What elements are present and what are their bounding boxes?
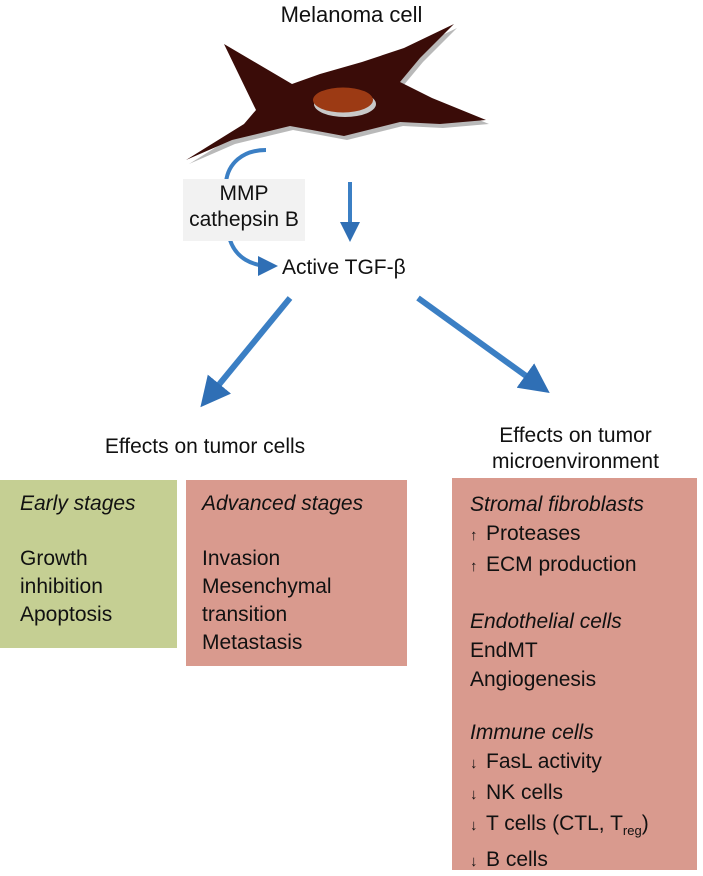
up-arrow-icon: ↑	[470, 527, 478, 544]
advanced-item: transition	[202, 603, 288, 626]
mmp-label: MMP	[219, 182, 269, 205]
endothelial-heading: Endothelial cells	[470, 610, 622, 633]
advanced-item: Metastasis	[202, 631, 303, 654]
curved-arrow-top	[224, 148, 267, 183]
early-item: Growth	[20, 547, 88, 570]
early-stages-box: Early stages Growth inhibition Apoptosis	[0, 480, 177, 648]
active-tgf-label: Active TGF-β	[282, 256, 406, 279]
down-arrow-icon: ↓	[470, 755, 478, 772]
microenvironment-header-line2: microenvironment	[492, 450, 659, 473]
early-item: inhibition	[20, 575, 103, 598]
advanced-stages-heading: Advanced stages	[202, 492, 364, 515]
arrow-to-tumor-cells	[200, 296, 293, 408]
immune-item: ↓B cells	[470, 845, 649, 876]
down-arrow-icon: ↓	[470, 853, 478, 871]
microenvironment-box: Stromal fibroblasts ↑Proteases ↑ECM prod…	[452, 478, 697, 871]
melanoma-nucleus	[313, 87, 373, 113]
arrow-to-microenvironment	[416, 295, 550, 394]
immune-heading: Immune cells	[470, 721, 594, 744]
microenvironment-header-line1: Effects on tumor	[499, 424, 652, 447]
protease-label-box: MMP cathepsin B	[183, 179, 305, 241]
endothelial-item: Angiogenesis	[470, 668, 597, 691]
up-arrow-icon: ↑	[470, 558, 478, 575]
advanced-item: Invasion	[202, 547, 281, 570]
curved-arrow-bottom	[228, 239, 278, 276]
immune-item: ↓NK cells	[470, 778, 649, 809]
down-arrow-icon: ↓	[470, 817, 478, 834]
stromal-heading: Stromal fibroblasts	[470, 493, 644, 516]
early-item: Apoptosis	[20, 603, 113, 626]
immune-item: ↓FasL activity	[470, 747, 649, 778]
advanced-stages-box: Advanced stages Invasion Mesenchymal tra…	[186, 480, 407, 666]
stromal-item: ↑ECM production	[470, 550, 649, 581]
stromal-item: ↑Proteases	[470, 519, 649, 550]
endothelial-item: EndMT	[470, 639, 538, 662]
tumor-cells-header: Effects on tumor cells	[104, 435, 306, 458]
diagram-title: Melanoma cell	[280, 2, 423, 27]
down-arrow-icon: ↓	[470, 786, 478, 803]
advanced-item: Mesenchymal	[202, 575, 332, 598]
microenvironment-header: Effects on tumor microenvironment	[448, 423, 703, 475]
immune-item: ↓T cells (CTL, Treg)	[470, 812, 649, 839]
early-stages-heading: Early stages	[20, 492, 136, 515]
cathepsin-label: cathepsin B	[189, 208, 299, 231]
